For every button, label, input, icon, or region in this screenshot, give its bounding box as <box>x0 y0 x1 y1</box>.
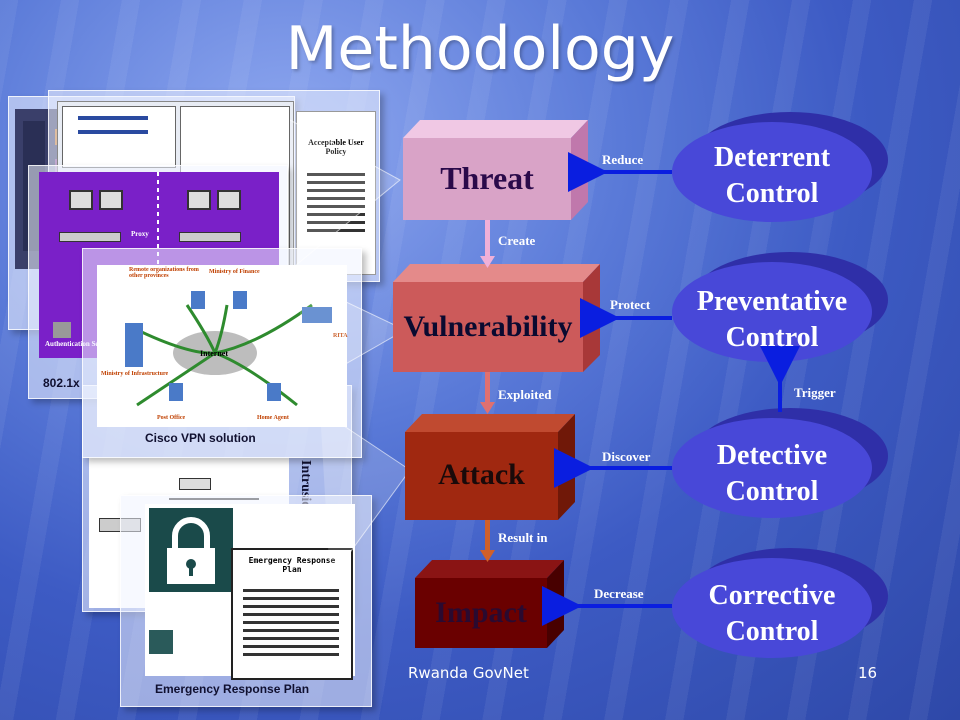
detective-oval <box>672 408 888 518</box>
vpn-internet-label: Internet <box>200 349 228 358</box>
slide-title: Methodology <box>285 14 675 84</box>
detective-line-1: Detective <box>716 440 828 471</box>
corrective-line-1: Corrective <box>708 580 836 611</box>
erp-image: Emergency Response Plan <box>145 504 355 680</box>
authentication-server-label: Authentication Server <box>45 340 112 348</box>
threat-label: Threat <box>440 160 534 196</box>
preventative-control-label: Preventative Control <box>672 284 872 356</box>
vpn-remote-orgs-label: Remote organizations from other province… <box>129 267 199 279</box>
impact-box <box>415 560 564 648</box>
erp-doc-heading: Emergency Response Plan <box>248 556 336 574</box>
preventative-line-2: Control <box>725 322 819 353</box>
vulnerability-label: Vulnerability <box>403 310 573 343</box>
decrease-label: Decrease <box>594 586 644 601</box>
corrective-control-label: Corrective Control <box>672 578 872 650</box>
vpn-network-svg <box>125 291 332 407</box>
aup-doc-heading: Acceptable User Policy <box>308 138 364 156</box>
corrective-line-2: Control <box>725 616 819 647</box>
page-number: 16 <box>858 664 878 682</box>
result-in-label: Result in <box>498 530 548 545</box>
detective-control-label: Detective Control <box>672 438 872 510</box>
deterrent-oval <box>672 112 888 222</box>
attack-label: Attack <box>438 458 525 491</box>
deterrent-control-label: Deterrent Control <box>672 140 872 212</box>
cisco-vpn-diagram-image: Internet Remote organizations from other… <box>97 265 348 427</box>
exploited-label: Exploited <box>498 387 552 402</box>
vpn-ministry-finance-label: Ministry of Finance <box>209 269 260 275</box>
deterrent-line-1: Deterrent <box>713 142 831 173</box>
threat-box <box>403 120 588 220</box>
erp-caption: Emergency Response Plan <box>155 682 310 696</box>
preventative-oval <box>672 252 888 362</box>
discover-label: Discover <box>602 449 651 464</box>
vpn-ministry-infrastructure-label: Ministry of Infrastructure <box>101 371 169 377</box>
vpn-home-agent-label: Home Agent <box>257 415 289 421</box>
cisco-vpn-card: Internet Remote organizations from other… <box>82 248 362 458</box>
preventative-line-1: Preventative <box>696 286 848 317</box>
cisco-vpn-caption: Cisco VPN solution <box>145 431 256 445</box>
trigger-label: Trigger <box>794 385 836 400</box>
exploited-arrow <box>480 372 495 414</box>
lock-icon <box>149 508 233 592</box>
8021x-caption: 802.1x <box>43 376 80 390</box>
impact-label: Impact <box>435 596 527 629</box>
footer-text: Rwanda GovNet <box>408 664 529 682</box>
erp-document: Emergency Response Plan <box>231 548 353 680</box>
result-in-arrow <box>480 520 495 562</box>
corrective-oval <box>672 548 888 658</box>
reduce-label: Reduce <box>602 152 644 167</box>
deterrent-line-2: Control <box>725 178 819 209</box>
erp-card: Emergency Response Plan Emergency Respon… <box>120 495 372 707</box>
collage-connector-lines <box>290 119 411 581</box>
protect-label: Protect <box>610 297 651 312</box>
proxy-label: Proxy <box>131 230 149 238</box>
detective-line-2: Control <box>725 476 819 507</box>
create-arrow <box>480 220 495 268</box>
vpn-post-office-label: Post Office <box>157 415 186 421</box>
vpn-rita-label: RITA <box>333 333 348 339</box>
create-label: Create <box>498 233 536 248</box>
